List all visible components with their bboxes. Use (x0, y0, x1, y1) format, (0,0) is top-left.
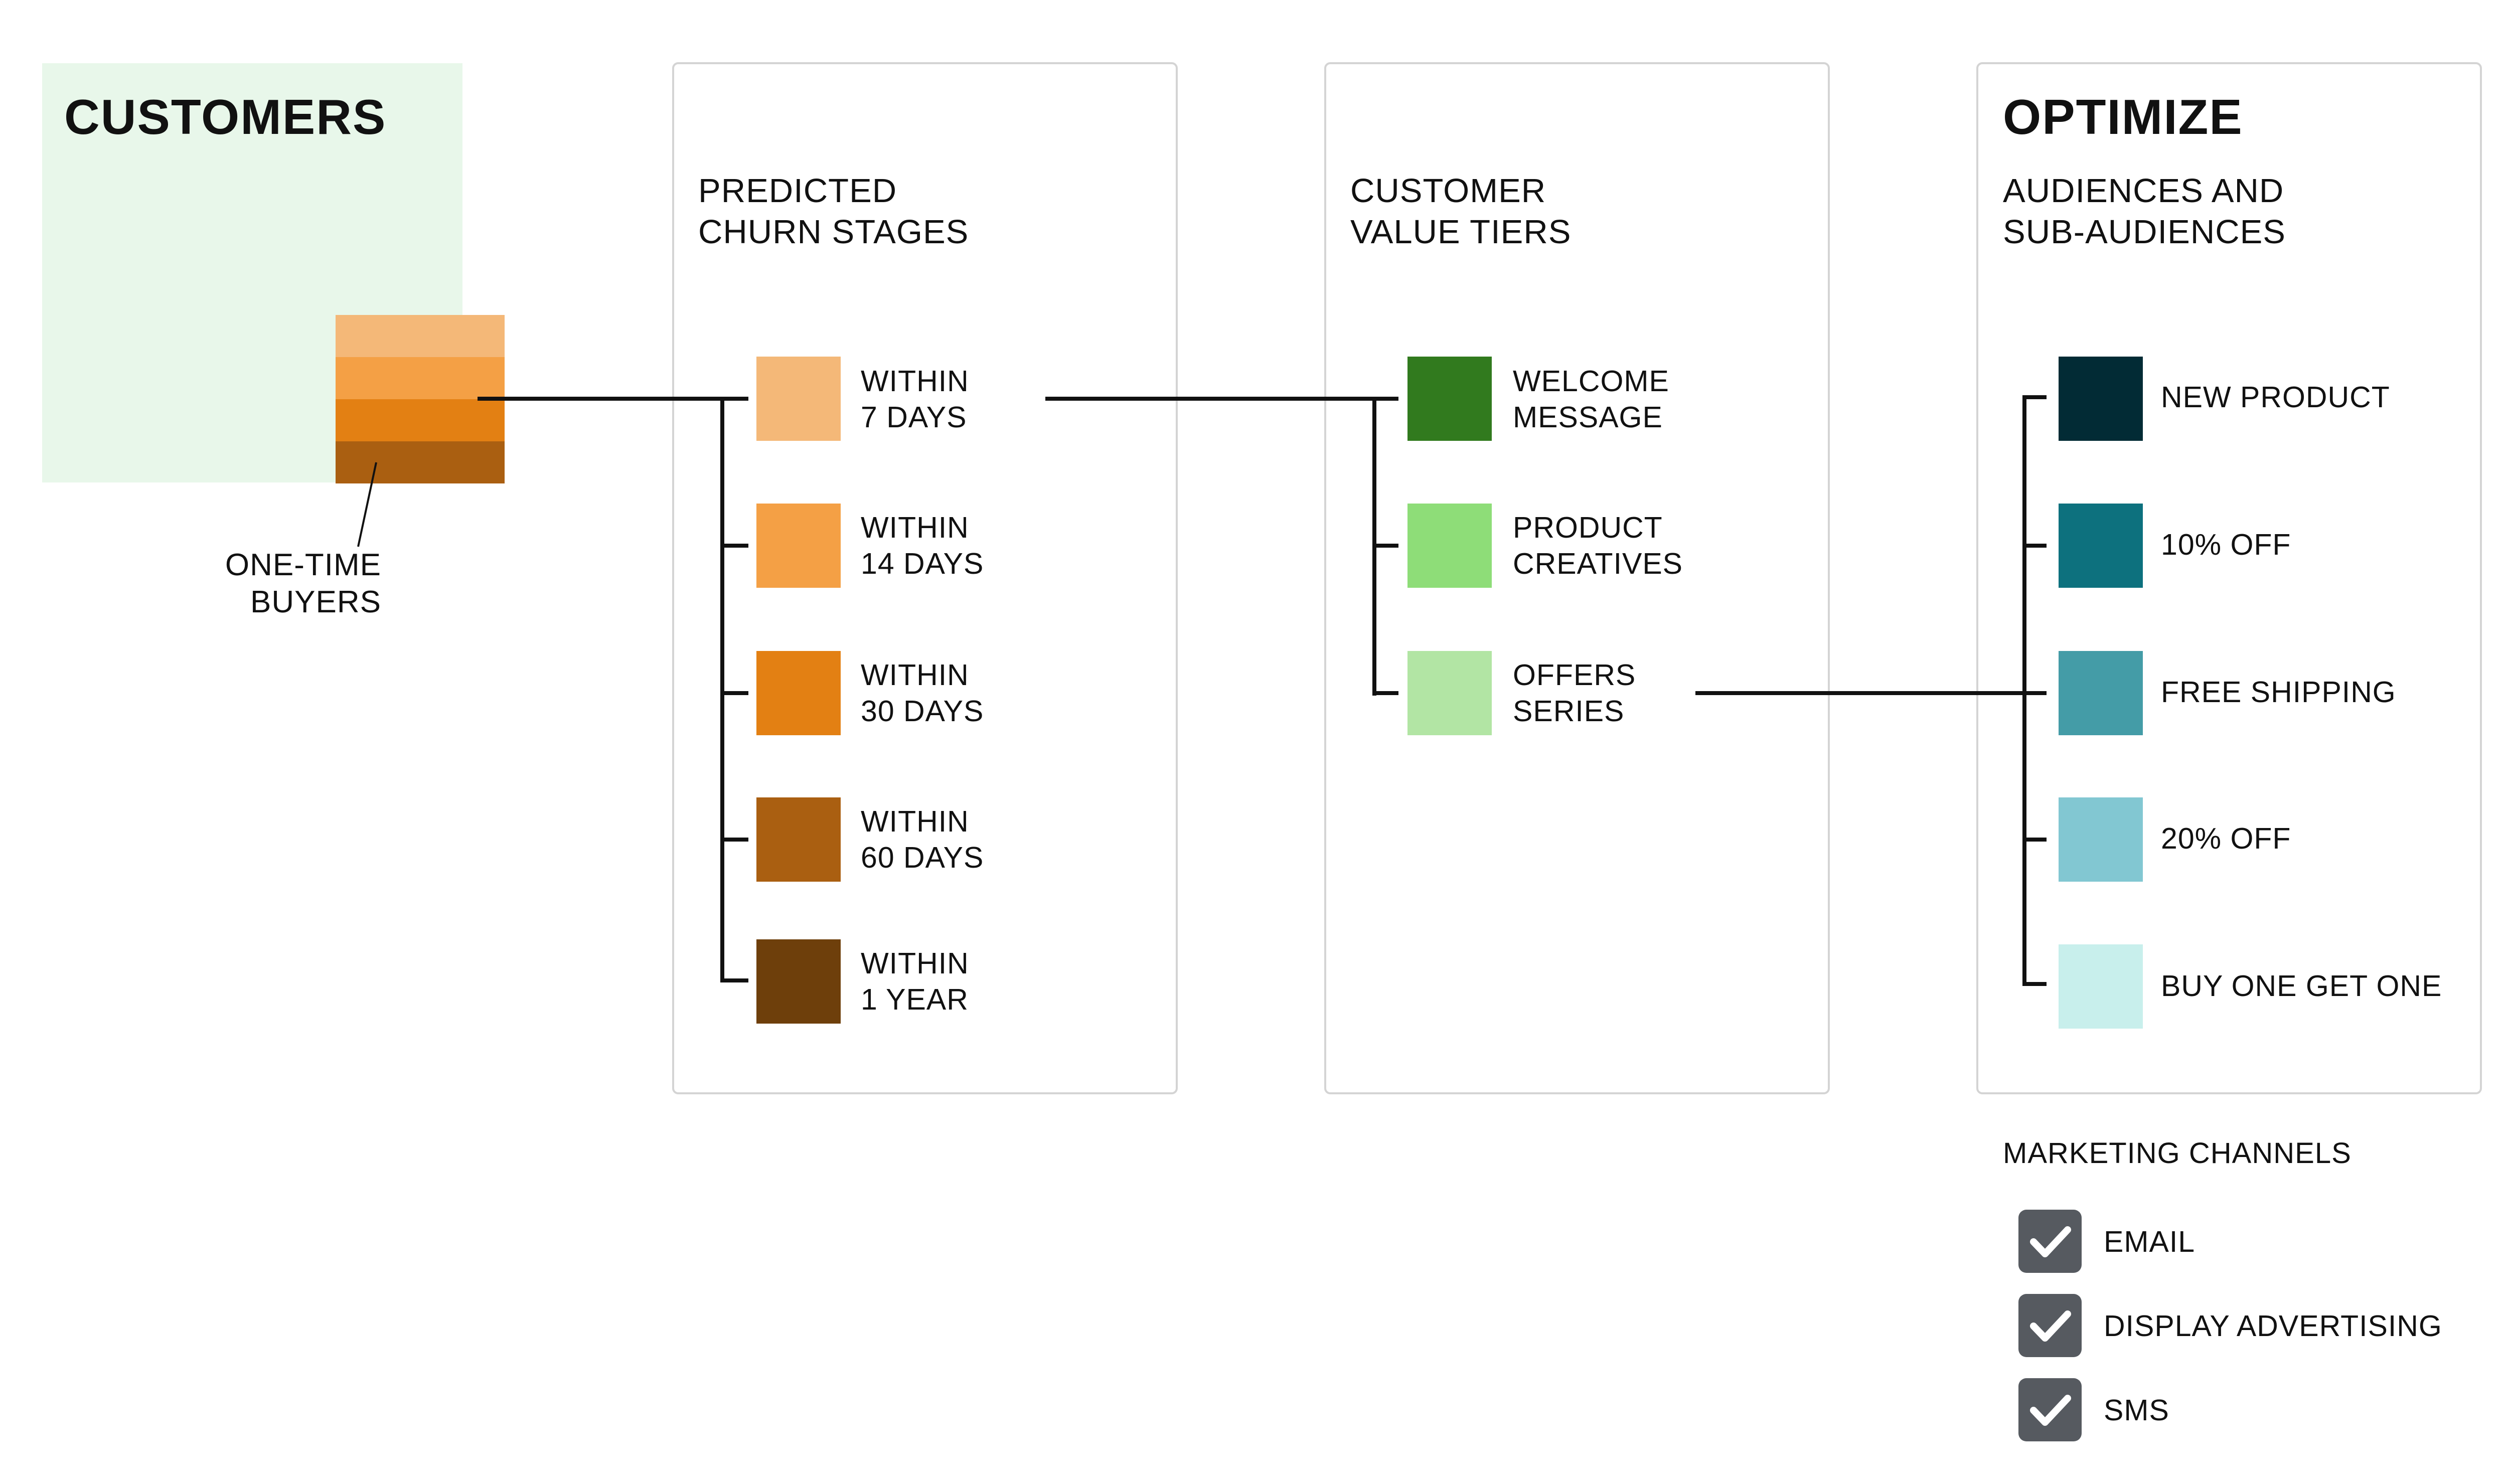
audience-label-1: NEW PRODUCT (2161, 381, 2390, 414)
connector-value-to-optimize (1695, 691, 2047, 695)
optimize-title: OPTIMIZE (2003, 89, 2243, 144)
optimize-subtitle: AUDIENCES AND SUB-AUDIENCES (2003, 172, 2286, 251)
audience-swatch-2 (2059, 504, 2143, 588)
audience-label-4: 20% OFF (2161, 822, 2291, 855)
value-swatch-3 (1407, 651, 1492, 735)
email-label: EMAIL (2104, 1225, 2196, 1258)
optimize-bracket-vertical (2022, 395, 2026, 986)
audience-label-2: 10% OFF (2161, 528, 2291, 561)
sms-checkbox[interactable] (2018, 1378, 2082, 1441)
connector-customers-to-churn (478, 397, 748, 401)
audience-swatch-5 (2059, 944, 2143, 1029)
optimize-branch-2 (2022, 544, 2047, 548)
churn-swatch-2 (756, 504, 841, 588)
audience-swatch-4 (2059, 797, 2143, 882)
value-label-1: WELCOME MESSAGE (1513, 365, 1669, 434)
value-label-3: OFFERS SERIES (1513, 658, 1636, 728)
optimize-branch-3 (2022, 691, 2047, 695)
check-icon (2030, 1310, 2071, 1342)
marketing-channels-title: MARKETING CHANNELS (2003, 1137, 2352, 1170)
check-icon (2030, 1395, 2071, 1426)
churn-label-1: WITHIN 7 DAYS (861, 365, 969, 434)
value-swatch-1 (1407, 357, 1492, 441)
churn-branch-4 (720, 838, 748, 842)
churn-branch-5 (720, 978, 748, 982)
stack-segment-2 (336, 357, 505, 399)
churn-bracket-vertical (720, 397, 724, 982)
churn-swatch-4 (756, 797, 841, 882)
churn-branch-2 (720, 544, 748, 548)
churn-branch-3 (720, 691, 748, 695)
audience-label-3: FREE SHIPPING (2161, 676, 2396, 709)
stack-segment-4 (336, 441, 505, 483)
churn-swatch-3 (756, 651, 841, 735)
churn-label-5: WITHIN 1 YEAR (861, 947, 969, 1016)
audience-swatch-1 (2059, 357, 2143, 441)
customers-panel (42, 63, 505, 483)
churn-stages-subtitle: PREDICTED CHURN STAGES (698, 172, 969, 251)
customers-title: CUSTOMERS (64, 89, 387, 144)
display-advertising-label: DISPLAY ADVERTISING (2104, 1309, 2442, 1343)
optimize-branch-1 (2022, 395, 2047, 399)
churn-label-4: WITHIN 60 DAYS (861, 805, 984, 874)
sms-label: SMS (2104, 1394, 2169, 1427)
email-checkbox[interactable] (2018, 1210, 2082, 1273)
audience-swatch-3 (2059, 651, 2143, 735)
connector-churn-to-value (1045, 397, 1398, 401)
value-branch-1 (1372, 397, 1398, 401)
check-icon (2030, 1226, 2071, 1257)
display-advertising-checkbox[interactable] (2018, 1294, 2082, 1357)
one-time-buyers-label: ONE-TIME BUYERS (225, 548, 381, 619)
value-tiers-subtitle: CUSTOMER VALUE TIERS (1350, 172, 1572, 251)
value-swatch-2 (1407, 504, 1492, 588)
value-branch-2 (1372, 544, 1398, 548)
optimize-branch-5 (2022, 982, 2047, 986)
audience-label-5: BUY ONE GET ONE (2161, 969, 2442, 1003)
value-branch-3 (1372, 691, 1398, 695)
one-time-buyers-stack (336, 315, 505, 483)
churn-swatch-1 (756, 357, 841, 441)
stack-segment-3 (336, 399, 505, 441)
churn-swatch-5 (756, 939, 841, 1024)
stack-segment-1 (336, 315, 505, 357)
churn-label-3: WITHIN 30 DAYS (861, 658, 984, 728)
churn-label-2: WITHIN 14 DAYS (861, 511, 984, 580)
value-label-2: PRODUCT CREATIVES (1513, 511, 1683, 580)
optimize-branch-4 (2022, 838, 2047, 842)
churn-branch-1 (720, 397, 748, 401)
